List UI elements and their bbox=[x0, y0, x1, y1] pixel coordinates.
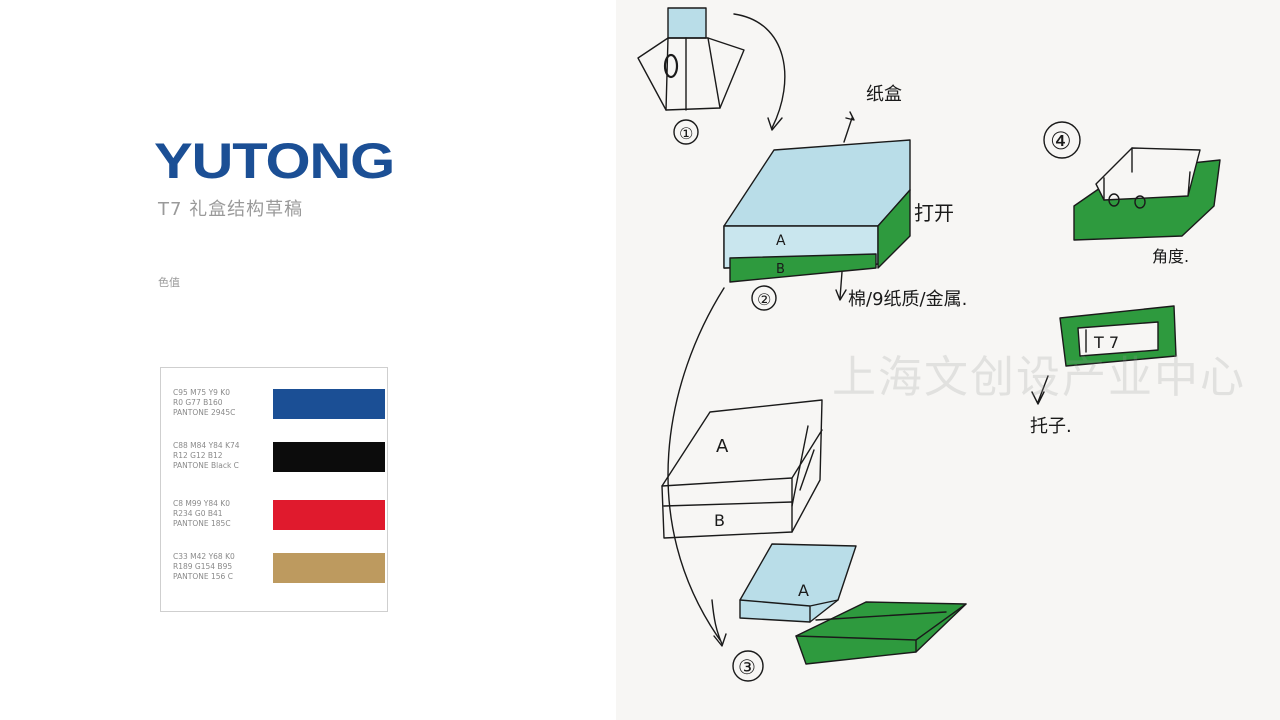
t7-tray-drawing bbox=[1031, 305, 1177, 405]
swatch-spec: C8 M99 Y84 K0 R234 G0 B41 PANTONE 185C bbox=[173, 499, 263, 529]
rgb-value: R234 G0 B41 bbox=[173, 509, 223, 518]
open-note: 打开 bbox=[914, 201, 954, 225]
gift-box-sketch: ① ② ③ ④ 纸盒 打开 棉/9纸质/金属. 角度. 托子. A B A B … bbox=[616, 0, 1280, 720]
t7-label: T 7 bbox=[1093, 333, 1119, 352]
swatch-row-gold: C33 M42 Y68 K0 R189 G154 B95 PANTONE 156… bbox=[173, 552, 385, 588]
step1-marker bbox=[673, 119, 699, 145]
arrow-step1-to-step2 bbox=[733, 13, 786, 129]
swatch-spec: C95 M75 Y9 K0 R0 G77 B160 PANTONE 2945C bbox=[173, 388, 263, 418]
swatch-spec: C88 M84 Y84 K74 R12 G12 B12 PANTONE Blac… bbox=[173, 441, 263, 471]
cmyk-value: C33 M42 Y68 K0 bbox=[173, 552, 235, 561]
step4-marker bbox=[1043, 121, 1081, 159]
corner-note: 角度. bbox=[1152, 247, 1189, 266]
box-label-b: B bbox=[714, 511, 725, 530]
step3-box-ab-drawing bbox=[661, 399, 823, 539]
rgb-value: R0 G77 B160 bbox=[173, 398, 223, 407]
color-values-label: 色值 bbox=[158, 276, 180, 289]
color-swatch-red bbox=[273, 500, 385, 530]
step2-closed-box-drawing bbox=[723, 111, 911, 301]
swatch-spec: C33 M42 Y68 K0 R189 G154 B95 PANTONE 156… bbox=[173, 552, 263, 582]
pantone-value: PANTONE Black C bbox=[173, 461, 239, 470]
step2-label: ② bbox=[757, 290, 771, 309]
sketch-drawing: ① ② ③ ④ 纸盒 打开 棉/9纸质/金属. 角度. 托子. A B A B … bbox=[637, 7, 1221, 682]
step4-tray-drawing bbox=[1073, 147, 1221, 241]
lid-label-a2: A bbox=[798, 581, 809, 600]
materials-note: 棉/9纸质/金属. bbox=[848, 289, 967, 310]
color-swatch-gold bbox=[273, 553, 385, 583]
cmyk-value: C88 M84 Y84 K74 bbox=[173, 441, 240, 450]
paper-lid-note: 纸盒 bbox=[866, 84, 902, 105]
cmyk-value: C8 M99 Y84 K0 bbox=[173, 499, 230, 508]
lid-label-a: A bbox=[776, 233, 786, 249]
page-title: T7 礼盒结构草稿 bbox=[158, 199, 304, 220]
cmyk-value: C95 M75 Y9 K0 bbox=[173, 388, 230, 397]
color-swatch-blue bbox=[273, 389, 385, 419]
color-palette-card: C95 M75 Y9 K0 R0 G77 B160 PANTONE 2945C … bbox=[160, 367, 388, 612]
pantone-value: PANTONE 156 C bbox=[173, 572, 233, 581]
step3-label: ③ bbox=[738, 655, 756, 679]
rgb-value: R12 G12 B12 bbox=[173, 451, 223, 460]
yutong-logo: YUTONG bbox=[154, 133, 395, 189]
swatch-row-black: C88 M84 Y84 K74 R12 G12 B12 PANTONE Blac… bbox=[173, 441, 385, 477]
base-label-b: B bbox=[776, 262, 785, 277]
pantone-value: PANTONE 2945C bbox=[173, 408, 236, 417]
color-swatch-black bbox=[273, 442, 385, 472]
step1-label: ① bbox=[679, 124, 693, 143]
step1-open-box-drawing bbox=[637, 7, 745, 111]
arrow-step2-to-step3 bbox=[667, 287, 725, 641]
tray-note: 托子. bbox=[1030, 416, 1072, 437]
step4-label: ④ bbox=[1050, 127, 1072, 155]
swatch-row-red: C8 M99 Y84 K0 R234 G0 B41 PANTONE 185C bbox=[173, 499, 385, 535]
rgb-value: R189 G154 B95 bbox=[173, 562, 233, 571]
step2-marker bbox=[751, 285, 777, 311]
watermark: 上海文创设产业中心 bbox=[832, 352, 1246, 403]
swatch-row-blue: C95 M75 Y9 K0 R0 G77 B160 PANTONE 2945C bbox=[173, 388, 385, 424]
left-panel: YUTONG T7 礼盒结构草稿 色值 C95 M75 Y9 K0 R0 G77… bbox=[0, 0, 616, 720]
pantone-value: PANTONE 185C bbox=[173, 519, 231, 528]
step3-marker bbox=[732, 650, 764, 682]
box-label-a: A bbox=[716, 436, 729, 457]
step3-lid-and-tray-drawing bbox=[739, 543, 967, 665]
